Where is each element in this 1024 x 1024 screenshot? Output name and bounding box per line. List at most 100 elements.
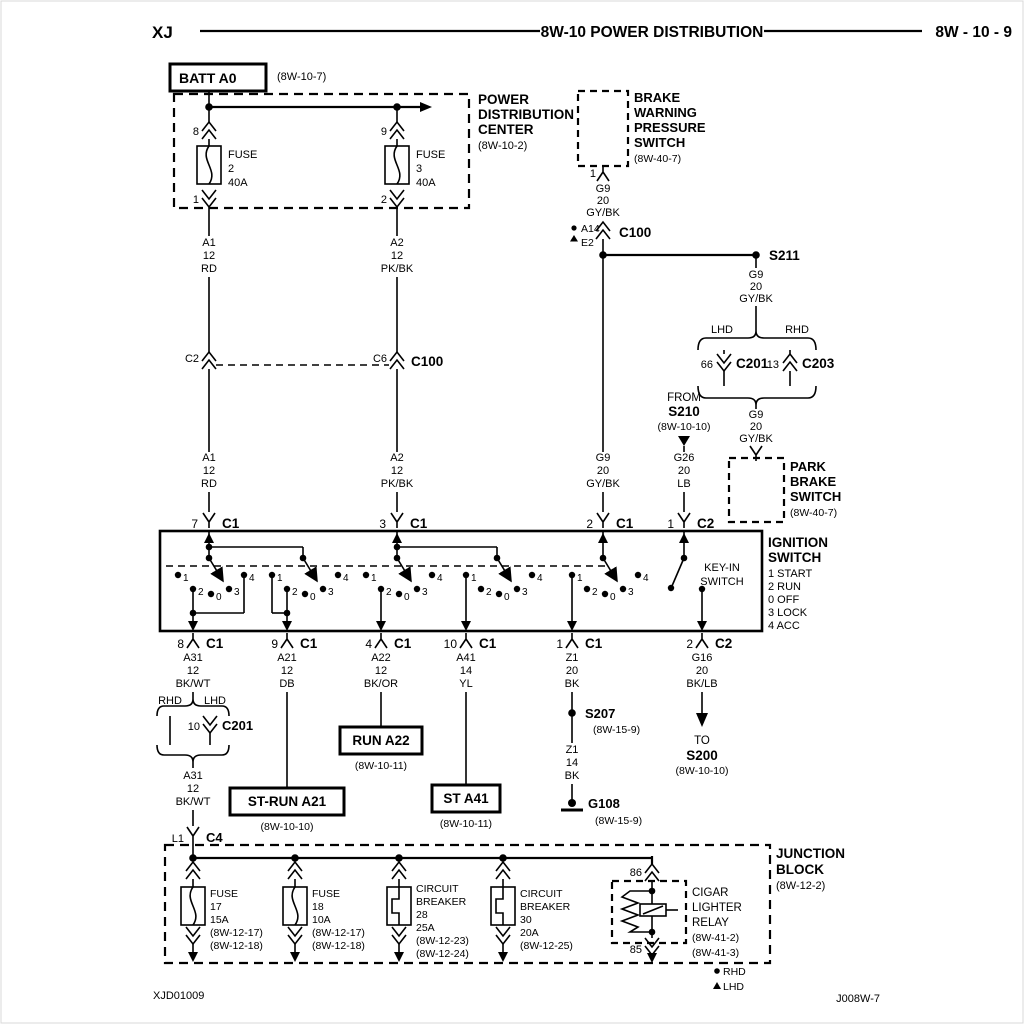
jb-cb28-l2: 28 xyxy=(416,909,428,921)
wire-z1-gauge: 20 xyxy=(566,665,578,677)
brace-top-icon xyxy=(697,330,817,351)
connector-fork-icon xyxy=(186,826,200,843)
c201-lower-label: C201 xyxy=(222,718,253,733)
park-brake-ref: (8W-40-7) xyxy=(790,507,837,519)
jb-fuse17-l2: 15A xyxy=(210,914,229,926)
wire-g9-code-2: G9 xyxy=(596,452,611,464)
contact-3: 3 xyxy=(628,587,634,598)
ign-in2-conn: C1 xyxy=(616,516,634,531)
battery-feed: BATT A0 (8W-10-7) xyxy=(168,62,326,107)
ign-out2-conn: C1 xyxy=(394,636,412,651)
wire-a31-column: A31 12 BK/WT RHD LHD 10 C201 A31 12 BK/W… xyxy=(156,652,253,858)
relay-pin-85: 85 xyxy=(630,944,642,956)
wire-a41-gauge: 14 xyxy=(460,665,472,677)
cigar-lighter-relay: 86 85 CIGAR LIGHTER RELAY (8W-41-2) (8W-… xyxy=(610,856,742,963)
fuse2-l2: 2 xyxy=(228,163,234,175)
fuse2-pin-in: 8 xyxy=(193,126,199,138)
brake-warning-pressure-switch: BRAKE WARNING PRESSURE SWITCH (8W-40-7) … xyxy=(576,89,706,182)
contact-4: 4 xyxy=(537,573,543,584)
run-ref: (8W-10-11) xyxy=(355,760,407,772)
contact-3: 3 xyxy=(422,587,428,598)
out-arrow-icon xyxy=(282,621,292,631)
wire-a31-gauge-2: 12 xyxy=(187,783,199,795)
jb-fuse18-l4: (8W-12-18) xyxy=(312,940,365,952)
s211-label: S211 xyxy=(769,248,800,263)
out-arrow-icon xyxy=(567,621,577,631)
out-arrow-icon xyxy=(697,621,707,631)
wire-g16-color: BK/LB xyxy=(686,678,717,690)
brake-switch-box xyxy=(576,89,630,168)
ign-in0-conn: C1 xyxy=(222,516,240,531)
ign-key-in-switch xyxy=(667,531,707,631)
s210-ref: (8W-10-10) xyxy=(658,421,711,433)
wiper-arm xyxy=(602,557,618,583)
ign-in3-pin: 1 xyxy=(667,517,674,531)
rhd-marker-dot-icon xyxy=(571,225,577,231)
s200-label: S200 xyxy=(686,748,718,763)
s210-from: FROM xyxy=(667,392,701,404)
ign-pole-b: 1 2 0 3 4 xyxy=(268,547,349,631)
ignition-switch-box xyxy=(158,529,764,633)
out-arrow-icon xyxy=(394,952,404,962)
contact-1: 1 xyxy=(471,573,477,584)
st-box xyxy=(430,783,502,814)
header-page-number: 8W - 10 - 9 xyxy=(935,24,1012,41)
feed-arrow-icon xyxy=(679,533,689,543)
header: XJ 8W-10 POWER DISTRIBUTION 8W - 10 - 9 xyxy=(152,23,1012,42)
wire-g26-color: LB xyxy=(677,478,690,490)
ign-out0-conn: C1 xyxy=(206,636,224,651)
feed-arrow-icon xyxy=(392,533,402,543)
wire-g9-color: GY/BK xyxy=(586,207,620,219)
ignition-pos-4: 4 ACC xyxy=(768,620,800,632)
circuit-breaker-symbol-icon xyxy=(386,886,412,926)
contact-4: 4 xyxy=(437,573,443,584)
wire-a1-color: RD xyxy=(201,263,217,275)
jb-cb28-l0: CIRCUIT xyxy=(416,883,459,895)
jb-circuit-breaker-30: CIRCUIT BREAKER 30 20A (8W-12-25) xyxy=(490,861,573,962)
s200-ref: (8W-10-10) xyxy=(676,765,729,777)
footer: RHD LHD XJD01009 J008W-7 xyxy=(153,966,880,1005)
contact-0: 0 xyxy=(404,592,410,603)
relay-coil-icon xyxy=(619,890,652,933)
wire-a31-code-2: A31 xyxy=(183,770,203,782)
contact-4: 4 xyxy=(643,573,649,584)
jb-cb30-l3: 20A xyxy=(520,927,539,939)
wiper-arm xyxy=(496,557,512,583)
lhd-label-lower: LHD xyxy=(204,695,226,707)
st-run-label: ST-RUN A21 xyxy=(248,794,327,809)
c201-lower-pin: 10 xyxy=(188,721,200,733)
fuse-symbol-icon xyxy=(384,145,410,185)
fuse2-l3: 40A xyxy=(228,177,248,189)
jb-ref: (8W-12-2) xyxy=(776,880,825,892)
jb-cb30-l2: 30 xyxy=(520,914,532,926)
wire-g26-gauge: 20 xyxy=(678,465,690,477)
contact-1: 1 xyxy=(371,573,377,584)
footer-sheet-number: J008W-7 xyxy=(836,993,880,1005)
wire-z1b-color: BK xyxy=(565,770,580,782)
out-arrow-icon xyxy=(188,621,198,631)
wire-g9-gauge-3: 20 xyxy=(750,281,762,293)
contact-0: 0 xyxy=(310,592,316,603)
jb-cb28-l1: BREAKER xyxy=(416,896,467,908)
ign-out2-pin: 4 xyxy=(365,637,372,651)
connector-chevron-icon xyxy=(716,353,732,372)
rhd-label: RHD xyxy=(785,324,809,336)
park-brake-t3: SWITCH xyxy=(790,489,841,504)
g108-ref: (8W-15-9) xyxy=(595,815,642,827)
st-run-box xyxy=(228,786,346,817)
rhd-label-lower: RHD xyxy=(158,695,182,707)
out-arrow-icon xyxy=(290,952,300,962)
jb-circuit-breaker-28: CIRCUIT BREAKER 28 25A (8W-12-23) (8W-12… xyxy=(386,861,469,962)
g108-label: G108 xyxy=(588,796,620,811)
c203-label: C203 xyxy=(802,356,835,371)
c100-lhd-circuit: E2 xyxy=(581,237,594,249)
s210-label: S210 xyxy=(668,404,700,419)
wire-a1-gauge-2: 12 xyxy=(203,465,215,477)
ign-out3-pin: 10 xyxy=(444,637,458,651)
from-arrow-icon xyxy=(678,436,690,446)
footer-drawing-number: XJD01009 xyxy=(153,990,204,1002)
ignition-title-2: SWITCH xyxy=(768,550,821,565)
legend-rhd: RHD xyxy=(723,966,746,978)
